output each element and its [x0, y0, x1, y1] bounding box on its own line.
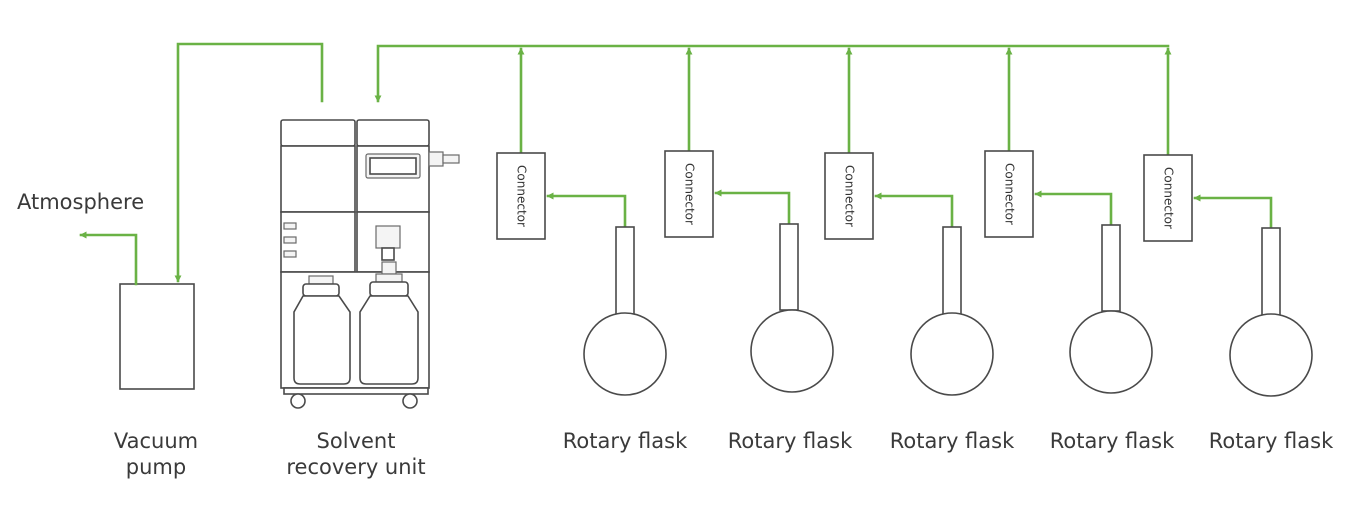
manifold-header-line: [374, 44, 1170, 103]
flask-to-connector-line: [714, 189, 791, 226]
connector-label: Connector: [683, 163, 697, 225]
rotary-flask-icon: [750, 223, 834, 393]
vacuum-pump-label-line-1: Vacuum: [113, 429, 199, 453]
exhaust-to-atmosphere-line: [79, 231, 138, 286]
connector-label: Connector: [843, 165, 857, 227]
vacuum-pump-label-line-2: pump: [125, 455, 187, 479]
atmosphere-label: Atmosphere: [17, 190, 145, 214]
pump-suction-line: [174, 42, 324, 283]
flask-chain-2: Connector: [664, 47, 834, 393]
rotary-flask-label: Rotary flask: [562, 429, 688, 453]
connector-icon: [496, 152, 546, 240]
connector-label: Connector: [1162, 167, 1176, 229]
solvent-recovery-unit-label-line-2: recovery unit: [286, 455, 426, 479]
connector-label: Connector: [1003, 163, 1017, 225]
flask-chain-3: Connector: [824, 47, 994, 396]
flask-to-connector-line: [546, 192, 627, 229]
rotary-flask-label: Rotary flask: [727, 429, 853, 453]
connector-label: Connector: [515, 165, 529, 227]
connector-icon: [824, 152, 874, 240]
connector-icon: [664, 150, 714, 238]
flask-chain-5: Connector: [1143, 47, 1313, 397]
vacuum-pump-icon: [119, 283, 195, 390]
solvent-recovery-unit-label: Solvent recovery unit: [270, 428, 442, 480]
rotary-flask-label: Rotary flask: [1208, 429, 1334, 453]
flask-chain-1: Connector: [496, 47, 667, 396]
connector-icon: [984, 150, 1034, 238]
flask-to-connector-line: [874, 192, 954, 229]
rotary-flask-label: Rotary flask: [1049, 429, 1175, 453]
flask-chain-4: Connector: [984, 47, 1153, 394]
solvent-recovery-unit-icon: [280, 119, 460, 409]
vacuum-pump-label: Vacuum pump: [96, 428, 216, 480]
rotary-flask-label: Rotary flask: [889, 429, 1015, 453]
flask-to-connector-line: [1193, 194, 1273, 230]
rotary-flask-icon: [583, 226, 667, 396]
rotary-flask-icon: [1069, 224, 1153, 394]
rotary-flask-icon: [1229, 227, 1313, 397]
rotary-flask-icon: [910, 226, 994, 396]
solvent-recovery-unit-label-line-1: Solvent: [316, 429, 396, 453]
connector-icon: [1143, 154, 1193, 242]
flask-to-connector-line: [1034, 190, 1113, 227]
